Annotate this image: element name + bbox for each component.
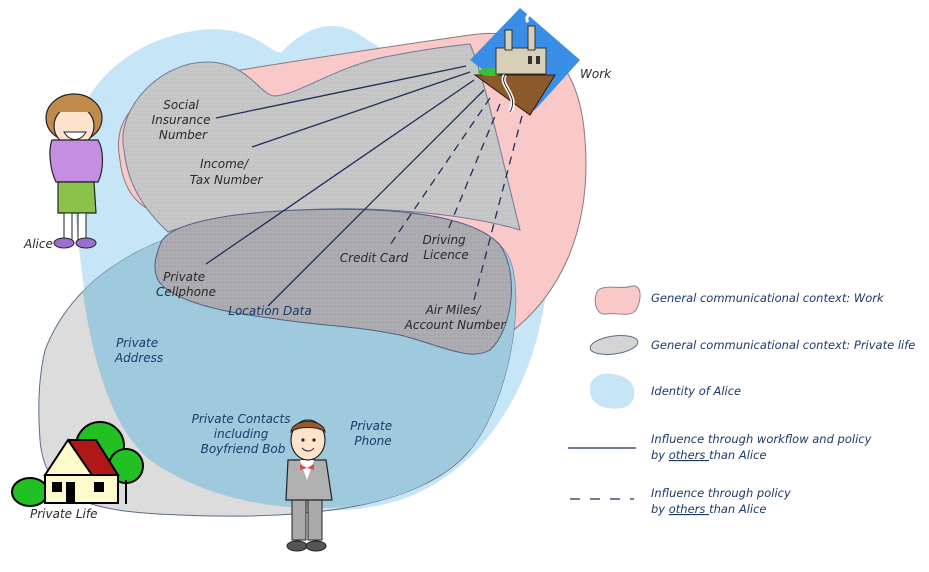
legend-label-work: General communicational context: Work [651,291,885,305]
line-air-miles [473,115,523,301]
private-address-label: Private Address [114,336,163,365]
bob-figure [285,419,333,552]
work-swatch-icon [594,285,641,315]
line-driving-licence [447,103,501,231]
legend-item-dashed-line: Influence through policy by others than … [570,486,794,516]
alice-figure [45,93,104,249]
private-life-label: Private Life [30,507,98,521]
private-cellphone-label: Private Cellphone [156,270,216,299]
line-private-cellphone [205,79,475,265]
income-tax-label: Income/ Tax Number [190,157,264,187]
legend-item-work-context: General communicational context: Work [594,285,885,315]
legend-label-dashed: Influence through policy by others than … [651,486,794,516]
solid-connections [205,65,485,307]
social-insurance-label: Social Insurance Number [152,98,215,142]
work-label: Work [580,67,612,81]
legend-label-identity: Identity of Alice [651,384,741,398]
legend-label-private: General communicational context: Private… [651,338,915,352]
private-swatch-icon [589,334,639,356]
location-data-label: Location Data [228,304,311,318]
legend-label-solid: Influence through workflow and policy by… [651,432,875,462]
legend-item-identity: Identity of Alice [589,373,741,409]
credit-card-label: Credit Card [340,251,409,265]
private-phone-label: Private Phone [350,419,396,448]
legend-item-solid-line: Influence through workflow and policy by… [568,432,875,462]
legend: General communicational context: Work Ge… [568,285,915,516]
line-social-insurance [215,65,467,119]
air-miles-label: Air Miles/ Account Number [404,303,507,332]
line-income-tax [251,71,471,148]
line-location-data [267,89,485,307]
private-contacts-label: Private Contacts including Boyfriend Bob [192,412,295,456]
factory-icon [470,5,580,116]
driving-licence-label: Driving Licence [423,233,470,262]
alice-label: Alice [23,237,53,251]
line-credit-card [387,97,491,249]
legend-item-private-context: General communicational context: Private… [589,334,915,356]
house-icon [11,421,144,507]
dashed-connections [387,97,523,301]
identity-swatch-icon [589,373,635,409]
